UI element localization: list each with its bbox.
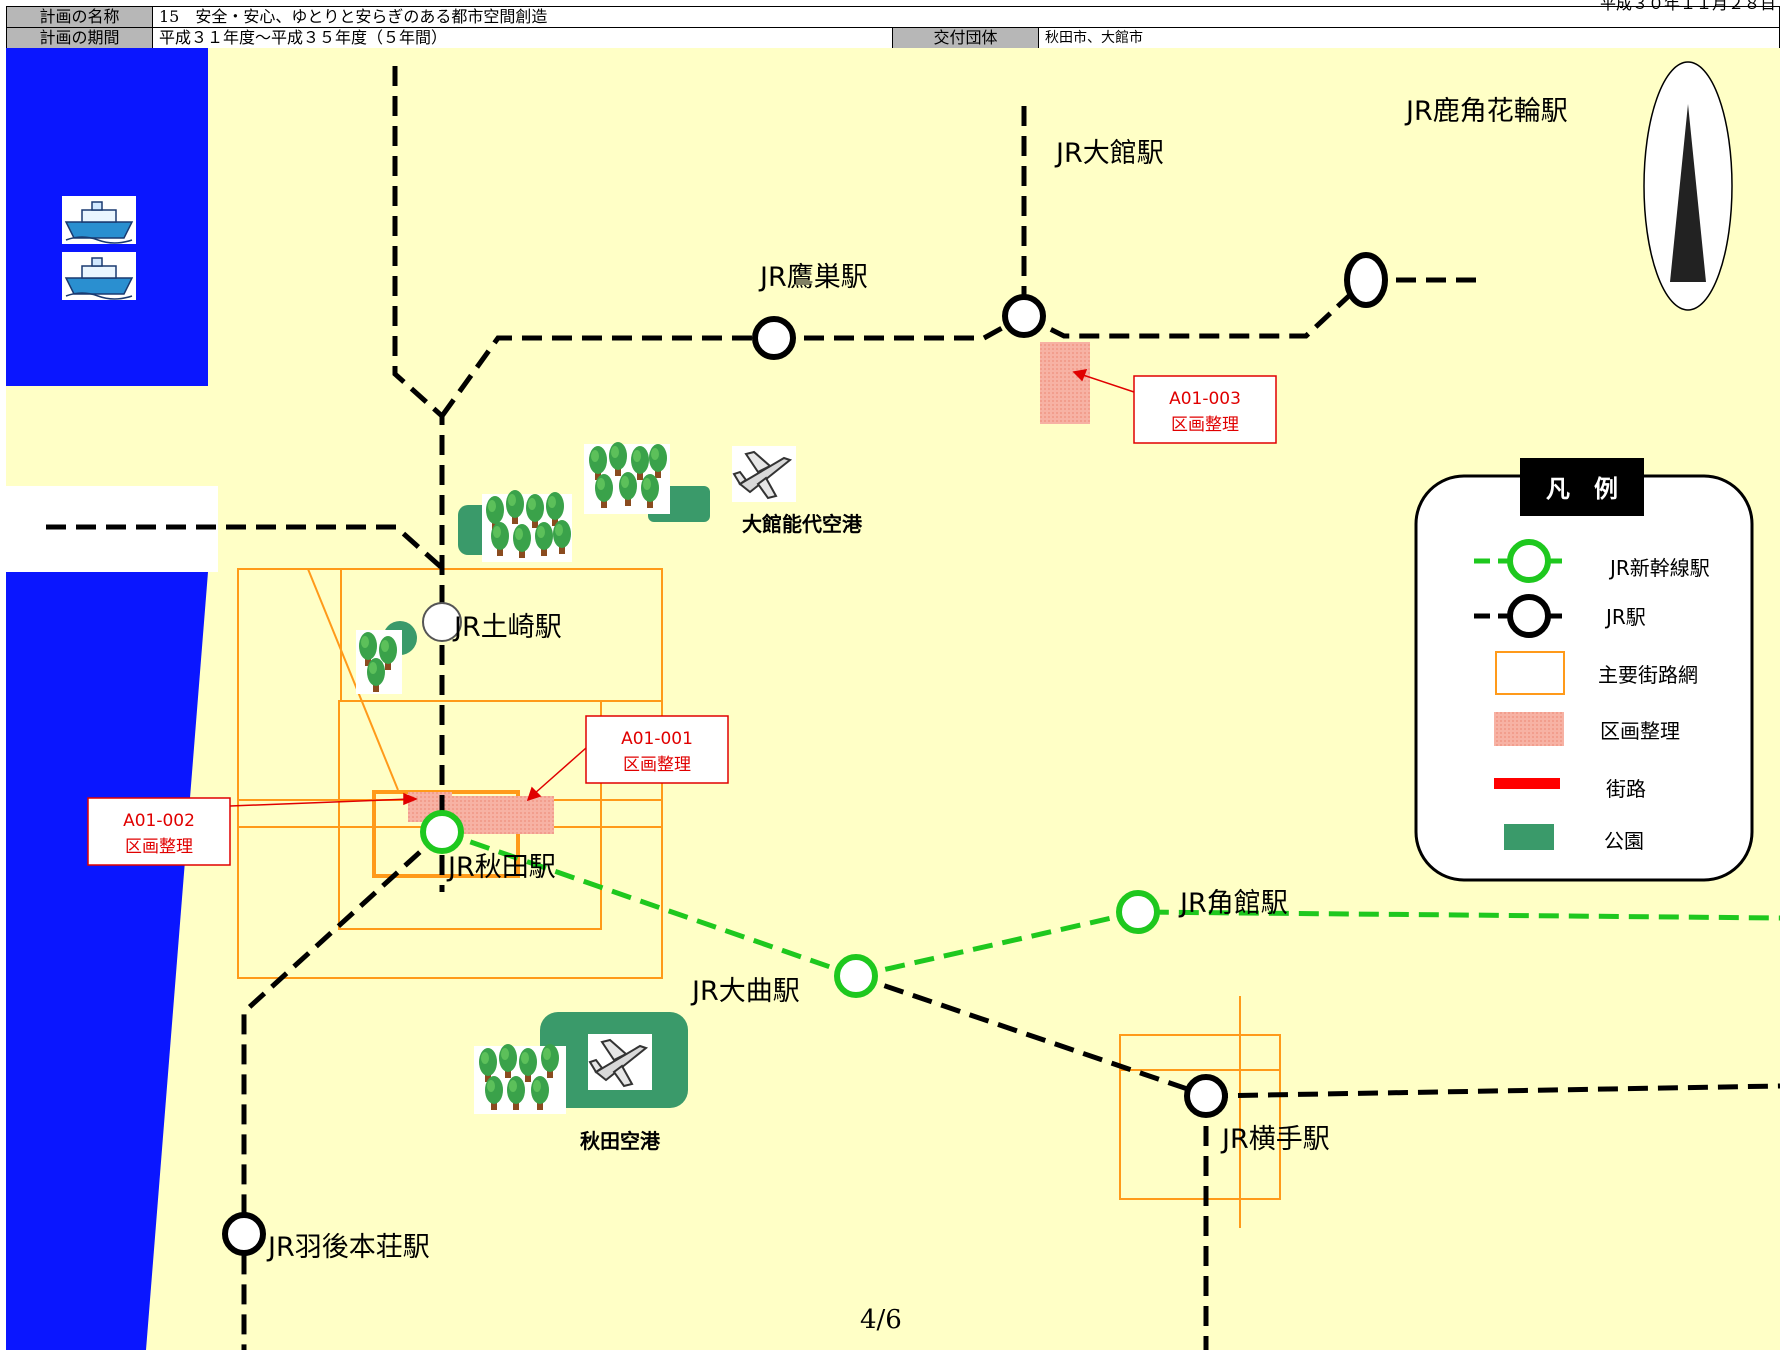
station-tsuchizaki (422, 602, 462, 642)
legend: 凡 例 JR新幹線駅 JR駅 主要街路網 区画整理 街路 公園 (1414, 458, 1754, 882)
tree-cluster (482, 490, 572, 562)
label-hanawa: JR鹿角花輪駅 (1404, 96, 1568, 127)
station-yokote (1184, 1074, 1228, 1118)
airport-icon (587, 1033, 653, 1091)
shinkansen-stations (420, 810, 1160, 998)
legend-label-shinkansen: JR新幹線駅 (1608, 556, 1710, 580)
callout-code: A01-003 (1169, 389, 1241, 409)
label-yokote: JR横手駅 (1220, 1124, 1330, 1155)
label-odate-noshiro-airport: 大館能代空港 (742, 512, 863, 536)
callout-label: 区画整理 (1171, 415, 1239, 435)
label-tsuchizaki: JR土崎駅 (452, 612, 562, 643)
sea-area-south (6, 572, 208, 1350)
legend-street-symbol (1495, 651, 1565, 695)
station-takanosu (752, 316, 796, 360)
label-omagari: JR大曲駅 (690, 976, 800, 1007)
plan-name-label: 計画の名称 (6, 6, 153, 28)
station-honjo (222, 1212, 266, 1256)
label-akita: JR秋田駅 (446, 852, 556, 883)
callout-a01-003: A01-003 区画整理 (1133, 375, 1277, 444)
tree-cluster (356, 630, 402, 694)
page-number: 4/6 (860, 1305, 902, 1335)
legend-road-symbol (1494, 778, 1560, 789)
legend-label-road: 街路 (1606, 777, 1646, 801)
label-takanosu: JR鷹巣駅 (758, 262, 868, 293)
jr-stations (222, 252, 1388, 1256)
callout-label: 区画整理 (125, 837, 193, 857)
ship-icon (61, 251, 137, 301)
north-arrow-icon (1643, 61, 1733, 311)
callout-label: 区画整理 (623, 755, 691, 775)
tree-cluster (474, 1044, 566, 1114)
station-kakunodate (1116, 890, 1160, 934)
tree-cluster (584, 442, 670, 514)
ship-icon (61, 195, 137, 245)
label-akita-airport: 秋田空港 (580, 1129, 661, 1153)
station-omagari (834, 954, 878, 998)
legend-label-jr: JR駅 (1604, 605, 1646, 629)
legend-label-street: 主要街路網 (1598, 663, 1698, 687)
plan-header-table: 計画の名称 15 安全・安心、ゆとりと安らぎのある都市空間創造 計画の期間 平成… (6, 6, 1780, 49)
legend-label-readjustment: 区画整理 (1600, 719, 1680, 743)
land-readjustment-a01-001 (452, 796, 554, 834)
legend-readjustment-symbol (1494, 712, 1564, 746)
label-odate: JR大館駅 (1054, 138, 1164, 169)
plan-period-label: 計画の期間 (6, 27, 153, 49)
legend-jr-symbol (1474, 594, 1568, 638)
station-odate (1002, 294, 1046, 338)
jr-lines (46, 66, 1780, 1350)
legend-shinkansen-symbol (1474, 539, 1568, 583)
legend-label-park: 公園 (1604, 829, 1644, 853)
callout-a01-001: A01-001 区画整理 (585, 715, 729, 784)
legend-park-symbol (1504, 824, 1554, 850)
legend-title: 凡 例 (1546, 475, 1618, 503)
label-honjo: JR羽後本荘駅 (266, 1232, 430, 1263)
land-readjustment-a01-003 (1040, 342, 1090, 424)
airport-icon (731, 445, 797, 503)
label-kakunodate: JR角館駅 (1178, 888, 1288, 919)
callout-a01-002: A01-002 区画整理 (87, 797, 231, 866)
callout-arrows (229, 369, 1135, 807)
callout-code: A01-001 (621, 729, 693, 749)
callout-code: A01-002 (123, 811, 195, 831)
station-akita (420, 810, 464, 854)
station-hanawa (1344, 252, 1388, 308)
